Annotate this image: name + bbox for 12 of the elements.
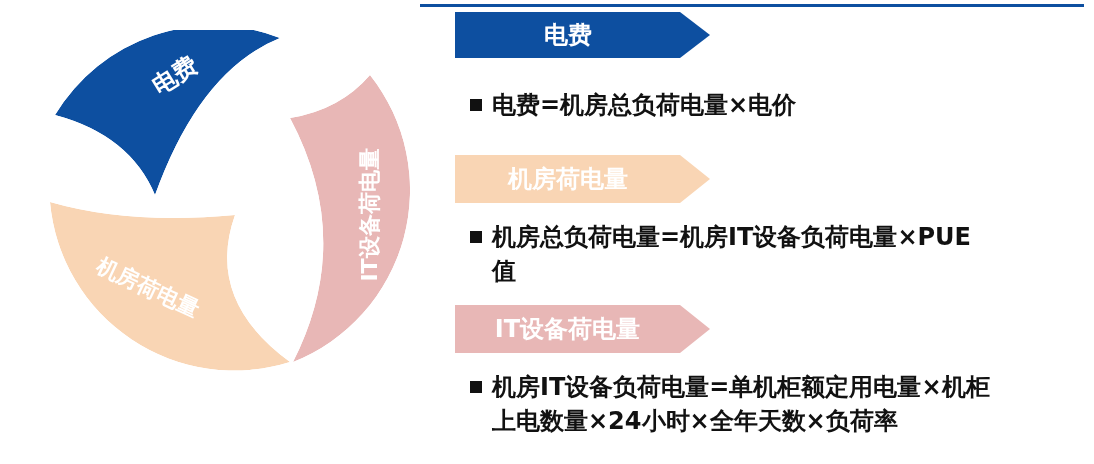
arrow-banner (455, 155, 710, 203)
banner-title: 电费 (543, 20, 592, 51)
formula-text: 电费=机房总负荷电量×电价 (492, 90, 798, 121)
segment-label: 机房荷电量 (92, 251, 205, 325)
banner-title: 机房荷电量 (507, 164, 628, 195)
segment-label: IT设备荷电量 (356, 148, 383, 282)
arrow-banner (455, 12, 710, 58)
formula-text: 机房IT设备负荷电量=单机柜额定用电量×机柜上电数量×24小时×全年天数×负荷率 (492, 372, 991, 437)
formula-text: 机房总负荷电量=机房IT设备负荷电量×PUE值 (492, 222, 972, 287)
segment-label: 电费 (146, 49, 204, 102)
arrow-banner (455, 305, 710, 353)
banner-title: IT设备荷电量 (494, 314, 641, 345)
